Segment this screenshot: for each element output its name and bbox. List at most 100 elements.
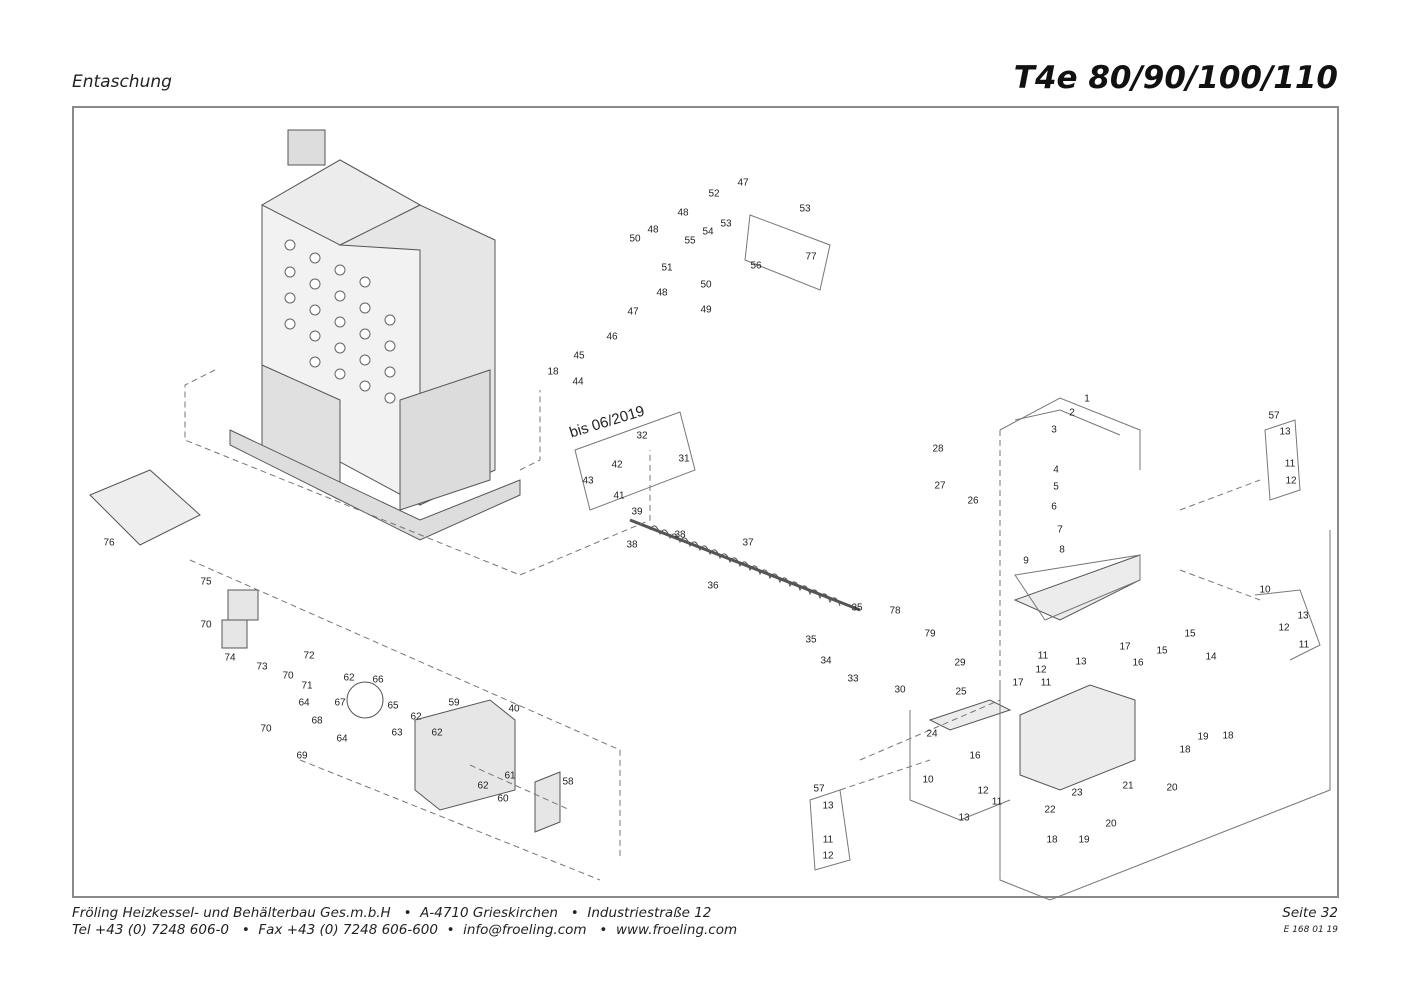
part-label: 11 [1284, 458, 1296, 470]
part-label: 18 [547, 366, 559, 378]
part-label: 45 [573, 350, 585, 362]
part-label: 64 [336, 733, 348, 745]
part-label: 68 [311, 715, 323, 727]
part-label: 56 [750, 260, 762, 272]
part-label: 75 [200, 576, 212, 588]
part-label: 37 [742, 537, 754, 549]
part-label: 51 [661, 262, 673, 274]
part-label: 71 [301, 680, 313, 692]
part-label: 13 [958, 812, 970, 824]
part-label: 79 [924, 628, 936, 640]
part-label: 39 [631, 506, 643, 518]
part-label: 50 [700, 279, 712, 291]
part-label: 12 [977, 785, 989, 797]
part-label: 50 [629, 233, 641, 245]
part-label: 42 [611, 459, 623, 471]
part-label: 30 [894, 684, 906, 696]
part-label: 33 [847, 673, 859, 685]
part-label: 58 [562, 776, 574, 788]
part-label: 70 [200, 619, 212, 631]
part-label: 65 [387, 700, 399, 712]
part-label: 43 [582, 475, 594, 487]
part-label: 70 [282, 670, 294, 682]
part-label: 26 [967, 495, 979, 507]
part-label: 76 [103, 537, 115, 549]
part-label: 55 [684, 235, 696, 247]
part-label: 17 [1119, 641, 1131, 653]
part-label: 19 [1078, 834, 1090, 846]
part-label: 7 [1057, 524, 1063, 536]
part-label: 57 [1268, 410, 1280, 422]
drive-motor-illustration [221, 589, 561, 833]
part-label: 78 [889, 605, 901, 617]
part-label: 12 [1035, 664, 1047, 676]
part-label: 73 [256, 661, 268, 673]
part-label: 62 [477, 780, 489, 792]
part-label: 47 [737, 177, 749, 189]
part-label: 66 [372, 674, 384, 686]
boiler-illustration [89, 129, 521, 546]
part-label: 44 [572, 376, 584, 388]
part-label: 27 [934, 480, 946, 492]
part-label: 52 [708, 188, 720, 200]
part-label: 34 [820, 655, 832, 667]
part-label: 41 [613, 490, 625, 502]
part-label: 11 [1040, 677, 1052, 689]
part-label: 20 [1166, 782, 1178, 794]
part-label: 12 [1285, 475, 1297, 487]
part-label: 24 [926, 728, 938, 740]
page-number: Seite 32 [1282, 905, 1338, 921]
part-label: 49 [700, 304, 712, 316]
part-label: 4 [1053, 464, 1059, 476]
part-label: 20 [1105, 818, 1117, 830]
auger-illustration [629, 518, 861, 612]
part-label: 3 [1051, 424, 1057, 436]
part-label: 12 [1278, 622, 1290, 634]
part-label: 28 [932, 443, 944, 455]
part-label: 16 [969, 750, 981, 762]
part-label: 62 [431, 727, 443, 739]
part-label: 11 [1037, 650, 1049, 662]
ash-container-illustration [928, 554, 1141, 791]
part-label: 48 [677, 207, 689, 219]
part-label: 15 [1184, 628, 1196, 640]
part-label: 6 [1051, 501, 1057, 513]
part-label: 53 [799, 203, 811, 215]
part-label: 13 [1297, 610, 1309, 622]
part-label: 11 [1298, 639, 1310, 651]
part-label: 9 [1023, 555, 1029, 567]
part-label: 48 [656, 287, 668, 299]
part-label: 29 [954, 657, 966, 669]
part-label: 61 [504, 770, 516, 782]
part-label: 11 [822, 834, 834, 846]
part-label: 53 [720, 218, 732, 230]
part-label: 16 [1132, 657, 1144, 669]
part-label: 14 [1205, 651, 1217, 663]
part-label: 8 [1059, 544, 1065, 556]
part-label: 1 [1084, 393, 1090, 405]
part-label: 25 [955, 686, 967, 698]
part-label: 36 [707, 580, 719, 592]
part-label: 13 [1075, 656, 1087, 668]
part-label: 18 [1046, 834, 1058, 846]
footer-contact-line: Tel +43 (0) 7248 606-0 • Fax +43 (0) 724… [72, 922, 738, 938]
part-label: 64 [298, 697, 310, 709]
part-label: 48 [647, 224, 659, 236]
part-label: 35 [851, 602, 863, 614]
part-label: 40 [508, 703, 520, 715]
part-label: 10 [922, 774, 934, 786]
diagram-frame [72, 106, 1339, 898]
part-label: 63 [391, 727, 403, 739]
part-label: 54 [702, 226, 714, 238]
section-title: Entaschung [72, 72, 172, 92]
part-label: 21 [1122, 780, 1134, 792]
part-label: 13 [1279, 426, 1291, 438]
part-label: 77 [805, 251, 817, 263]
part-label: 31 [678, 453, 690, 465]
part-label: 67 [334, 697, 346, 709]
part-label: 59 [448, 697, 460, 709]
part-label: 72 [303, 650, 315, 662]
part-label: 2 [1069, 407, 1075, 419]
part-label: 23 [1071, 787, 1083, 799]
